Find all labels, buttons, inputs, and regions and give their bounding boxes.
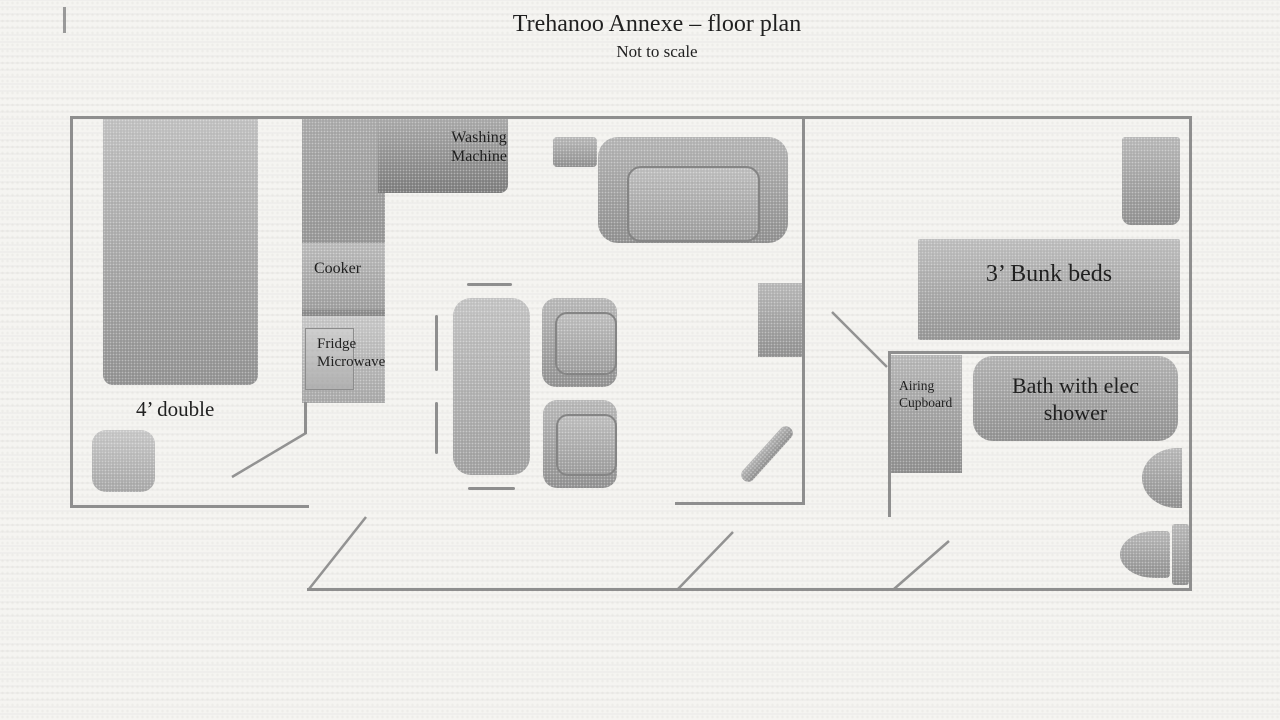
toilet-bowl [1120, 531, 1170, 578]
wall-double-room-bottom [70, 505, 309, 508]
page-title: Trehanoo Annexe – floor plan [512, 11, 802, 37]
sofa-seat-cushion [627, 166, 760, 242]
chair-2-seat [556, 414, 617, 476]
double-bed-label: 4’ double [136, 397, 215, 421]
wall-living-right [802, 116, 805, 505]
door-swing-double-room [231, 431, 307, 479]
sofa [598, 137, 788, 243]
bench-seat-dash-1 [435, 315, 438, 371]
wall-top [70, 116, 1192, 119]
wall-right [1189, 116, 1192, 591]
cooker [302, 243, 385, 310]
table-end-bar-bottom [468, 487, 515, 490]
table-end-bar-top [467, 283, 512, 286]
wall-kitchen-stub [304, 402, 307, 434]
wall-bathroom-top [888, 351, 1192, 354]
airing-cupboard-label: Airing Cupboard [899, 378, 953, 410]
bench-seat-dash-2 [435, 402, 438, 454]
bunk-room-cupboard [1122, 137, 1180, 225]
bath: Bath with elec shower [973, 356, 1178, 441]
scan-mark [63, 7, 66, 33]
wall-left [70, 116, 73, 508]
airing-cupboard [890, 355, 962, 473]
page-subtitle: Not to scale [616, 42, 698, 61]
bedside-table [92, 430, 155, 492]
washing-machine-label: Washing Machine [451, 129, 507, 165]
chair-2 [543, 400, 617, 488]
kitchen-counter-top [378, 118, 508, 193]
toilet-cistern [1172, 524, 1189, 585]
chair-1 [542, 298, 617, 387]
dining-table [453, 298, 530, 475]
fridge-microwave-label: Fridge Microwave [317, 336, 386, 370]
wash-basin [1142, 448, 1182, 508]
door-swing-hall [677, 531, 734, 590]
fridge-microwave-unit [302, 316, 385, 403]
bunk-beds-label: 3’ Bunk beds [985, 261, 1113, 287]
bunk-beds: 3’ Bunk beds [918, 239, 1180, 340]
tv-unit [553, 137, 597, 167]
door-swing-bunk-room [831, 311, 888, 368]
fridge-inner-outline [305, 328, 354, 390]
chair-1-seat [555, 312, 617, 375]
wall-bathroom-left [888, 351, 891, 517]
corner-shelf [738, 423, 796, 485]
wall-living-bottom [675, 502, 805, 505]
door-swing-entrance [308, 516, 367, 590]
door-swing-bathroom [893, 540, 950, 590]
double-bed [103, 119, 258, 385]
wall-bottom [307, 588, 1192, 591]
bath-label: Bath with elec shower [1011, 372, 1140, 425]
cooker-label: Cooker [314, 260, 362, 277]
side-cabinet [758, 283, 803, 357]
